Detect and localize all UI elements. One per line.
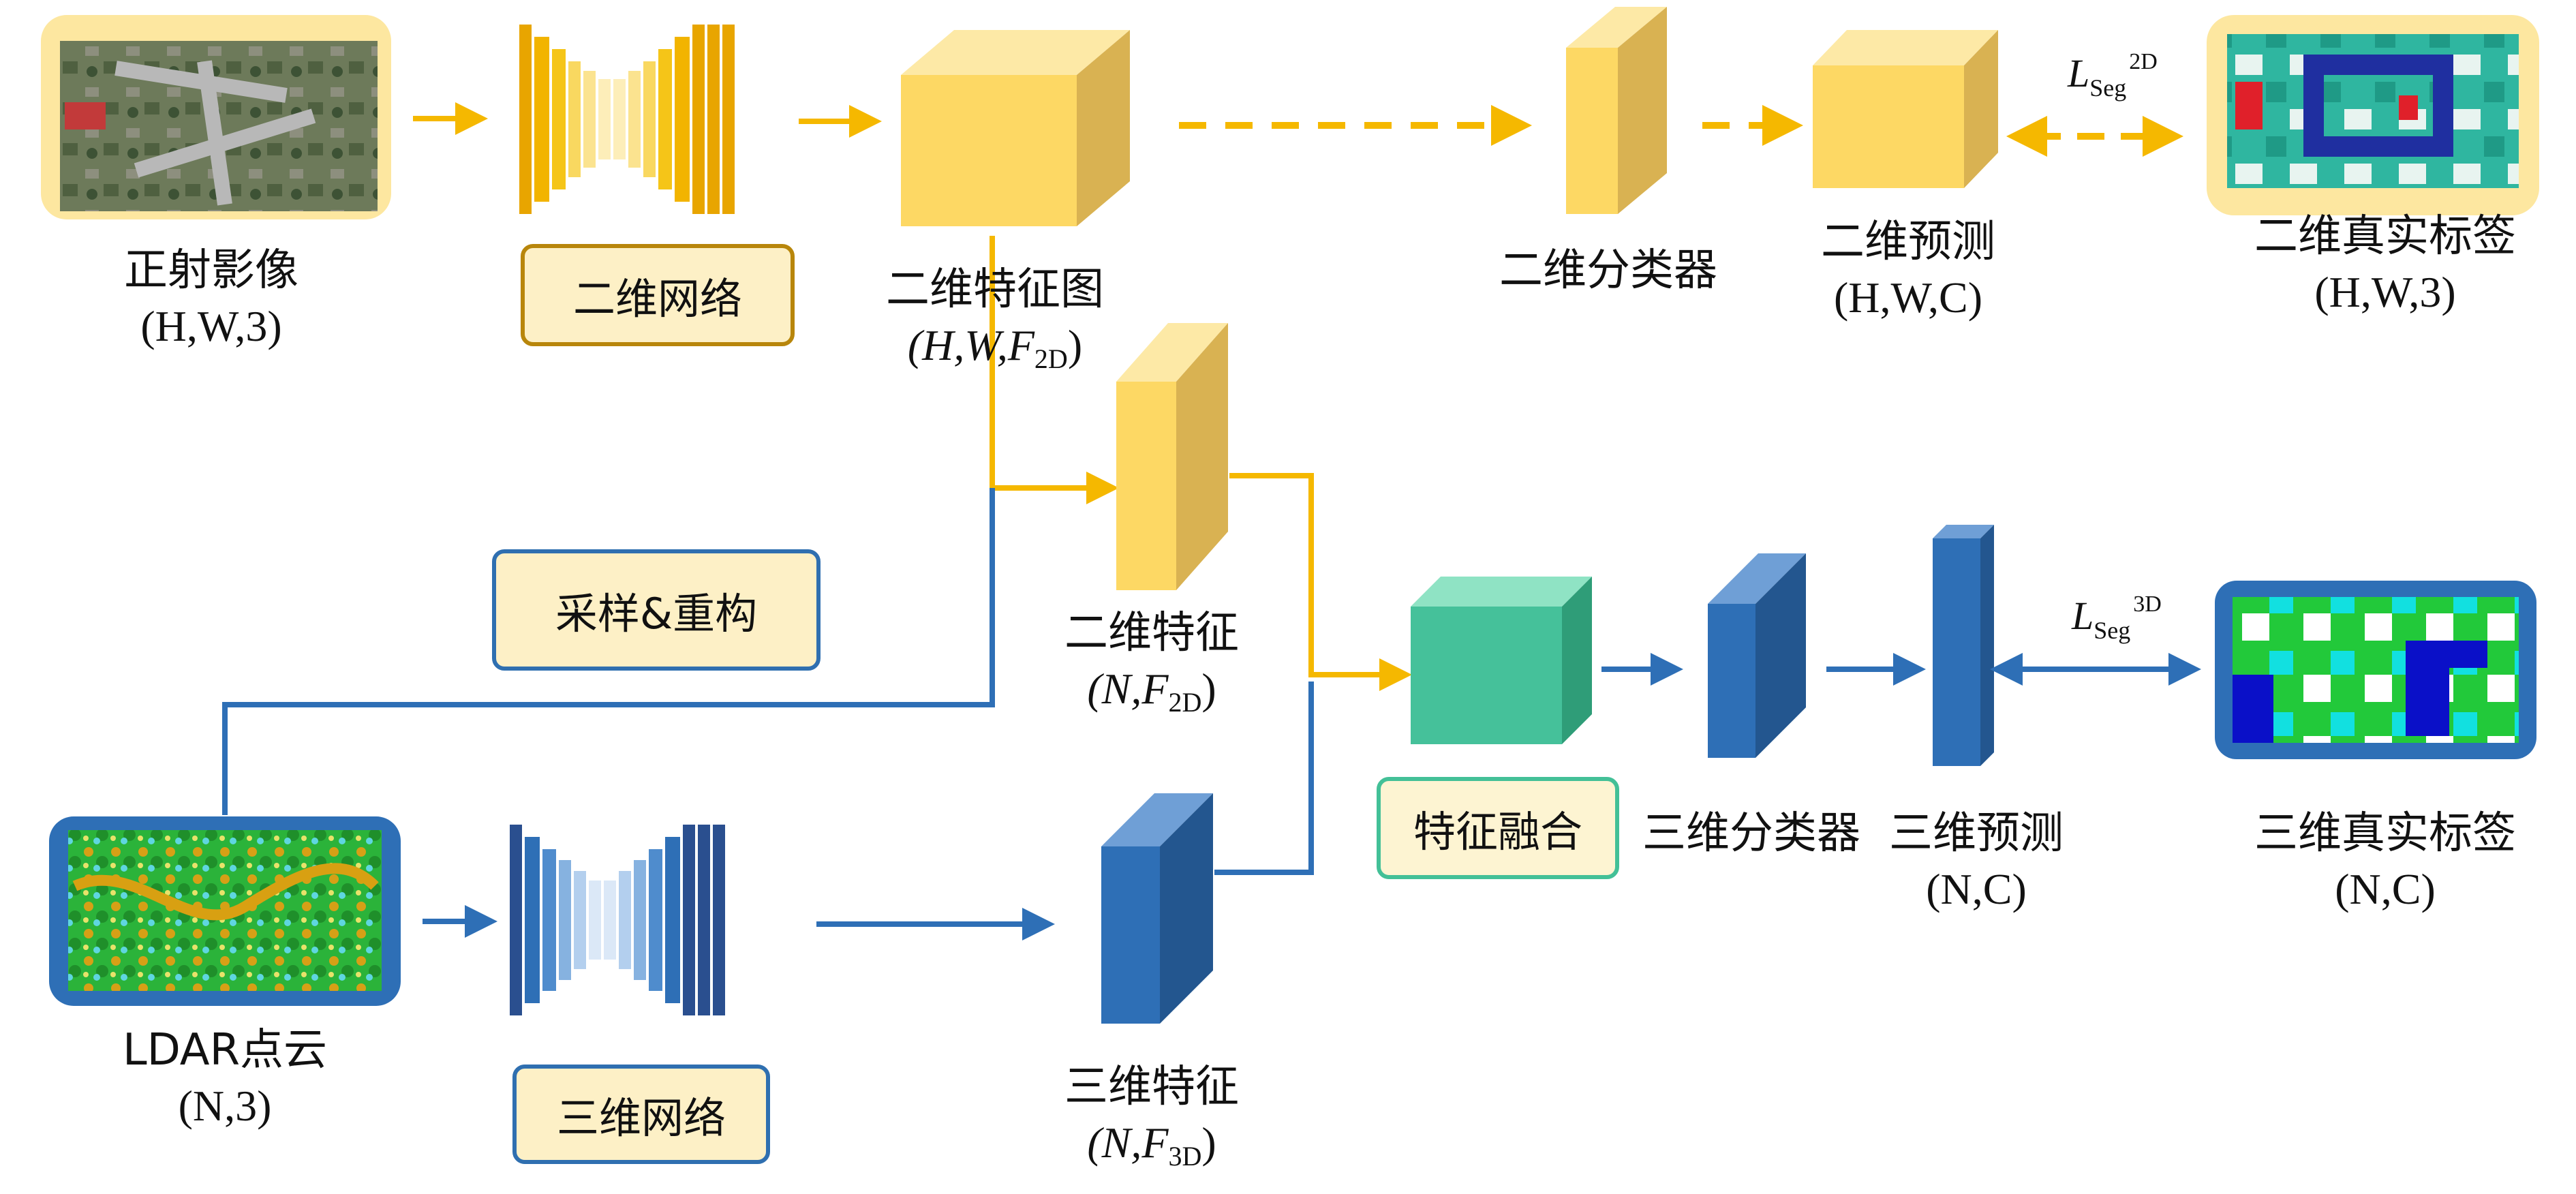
classifier-3d-slab: [1708, 553, 1806, 758]
feature-2d-label: 二维特征 (N,F2D): [1022, 605, 1281, 731]
lidar-dim: (N,3): [178, 1082, 272, 1130]
feature-map-2d-cube: [901, 30, 1130, 226]
ground-truth-3d-image: [2215, 581, 2536, 759]
feature-map-2d-dim: (H,W,F2D): [907, 321, 1083, 374]
network-3d-box: 三维网络: [512, 1065, 770, 1164]
classifier-3d-label: 三维分类器: [1642, 808, 1860, 859]
prediction-3d-label: 三维预测 (N,C): [1854, 806, 2099, 917]
ground-truth-2d-label: 二维真实标签 (H,W,3): [2222, 209, 2549, 320]
network-3d-graphic: [510, 825, 725, 1015]
ortho-image-label: 正射影像 (H,W,3): [61, 243, 361, 354]
ground-truth-2d-image: [2207, 15, 2539, 215]
feature-3d-label: 三维特征 (N,F3D): [1022, 1059, 1281, 1184]
prediction-2d-label: 二维预测 (H,W,C): [1785, 214, 2031, 326]
lidar-point-cloud-image: [49, 816, 401, 1006]
prediction-3d-dim: (N,C): [1926, 865, 2027, 913]
loss-2d-label: LSeg2D: [2068, 49, 2158, 102]
arrow-feat2d-to-fusion: [1229, 473, 1412, 691]
feature-2d-slab: [1116, 323, 1228, 590]
lidar-label: LDAR点云 (N,3): [61, 1022, 388, 1134]
sampling-reconstruct-box: 采样&重构: [492, 549, 821, 671]
prediction-2d-cube: [1813, 30, 1998, 188]
prediction-3d-slab: [1933, 525, 1994, 766]
feature-fusion-box: 特征融合: [1377, 777, 1619, 879]
network-2d-graphic: [519, 25, 735, 214]
feature-3d-dim: (N,F3D): [1087, 1118, 1216, 1172]
ground-truth-3d-label: 三维真实标签 (N,C): [2222, 806, 2549, 917]
loss-3d-label: LSeg3D: [2072, 592, 2162, 644]
feature-map-2d-label: 二维特征图 (H,W,F2D): [831, 262, 1159, 387]
ground-truth-3d-dim: (N,C): [2335, 865, 2436, 913]
ground-truth-2d-dim: (H,W,3): [2314, 268, 2456, 316]
ortho-image-dim: (H,W,3): [140, 302, 282, 350]
ortho-image: [41, 15, 391, 219]
sampling-line: [222, 488, 995, 815]
feature-3d-slab: [1101, 793, 1213, 1024]
prediction-2d-dim: (H,W,C): [1833, 273, 1983, 322]
network-2d-box: 二维网络: [521, 244, 795, 346]
fusion-cube: [1411, 577, 1592, 744]
classifier-2d-slab: [1566, 7, 1667, 214]
classifier-2d-label: 二维分类器: [1499, 245, 1717, 296]
feature-2d-dim: (N,F2D): [1087, 664, 1216, 718]
line-feat3d-to-fusion: [1214, 682, 1314, 875]
